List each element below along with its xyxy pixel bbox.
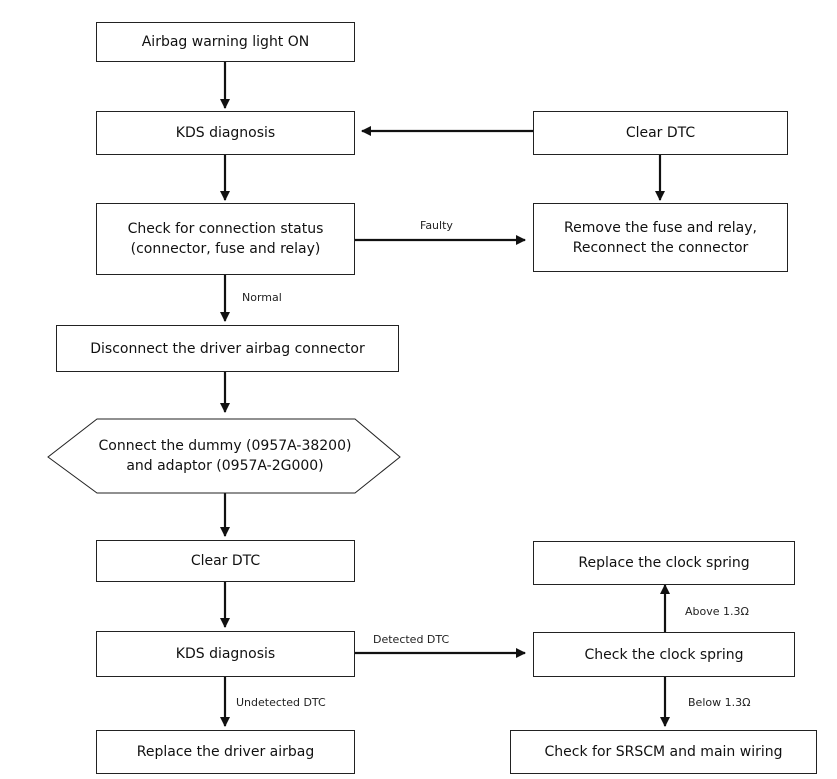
kds-diagnosis-box-2: KDS diagnosis <box>96 631 355 677</box>
below-label: Below 1.3Ω <box>688 696 751 709</box>
replace-clock-spring-box: Replace the clock spring <box>533 541 795 585</box>
undetected-dtc-label: Undetected DTC <box>236 696 326 709</box>
clear-dtc-box-1: Clear DTC <box>533 111 788 155</box>
kds-diagnosis-box-1: KDS diagnosis <box>96 111 355 155</box>
connect-dummy-hexagon <box>47 418 401 494</box>
faulty-label: Faulty <box>420 219 453 232</box>
airbag-warning-light-box: Airbag warning light ON <box>96 22 355 62</box>
remove-fuse-relay-box: Remove the fuse and relay, Reconnect the… <box>533 203 788 272</box>
clear-dtc-box-2: Clear DTC <box>96 540 355 582</box>
connect-dummy-label: Connect the dummy (0957A-38200) and adap… <box>98 438 352 474</box>
disconnect-driver-connector-box: Disconnect the driver airbag connector <box>56 325 399 372</box>
above-label: Above 1.3Ω <box>685 605 749 618</box>
check-srscm-box: Check for SRSCM and main wiring <box>510 730 817 774</box>
normal-label: Normal <box>242 291 282 304</box>
check-clock-spring-box: Check the clock spring <box>533 632 795 677</box>
replace-driver-airbag-box: Replace the driver airbag <box>96 730 355 774</box>
detected-dtc-label: Detected DTC <box>373 633 450 646</box>
check-connection-box: Check for connection status (connector, … <box>96 203 355 275</box>
